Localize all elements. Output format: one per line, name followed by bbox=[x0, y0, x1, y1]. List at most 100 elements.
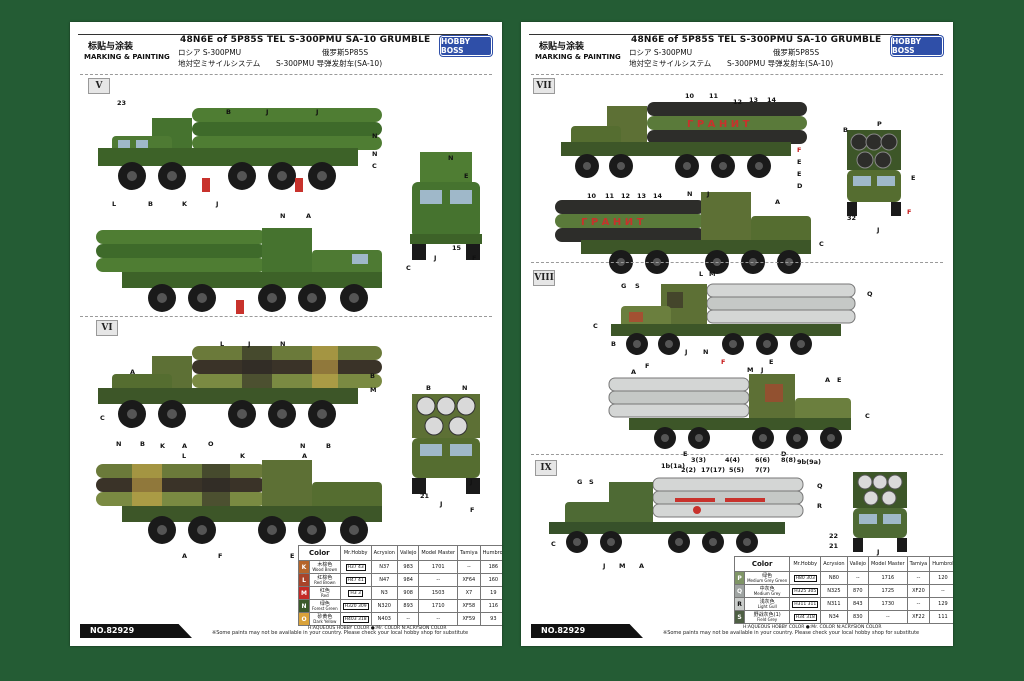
header-rule bbox=[529, 34, 939, 35]
marking-label: E bbox=[911, 174, 916, 182]
vehicle-side-view-vii-bottom: Г Р А Н И Т bbox=[555, 192, 811, 274]
vehicle-front-view-v bbox=[410, 152, 482, 260]
marking-label: F bbox=[797, 146, 802, 154]
paint-legend: H:AQUEOUS HOBBY COLOR ●:Mr. COLOR N:ACRY… bbox=[308, 626, 447, 631]
title-cn-name: 俄罗斯5P85S bbox=[773, 48, 820, 57]
marking-label: N bbox=[703, 348, 709, 356]
page-title: 48N6E of 5P85S TEL S-300PMU SA-10 GRUMBL… bbox=[631, 35, 882, 45]
humbrol-code: 129 bbox=[929, 597, 953, 611]
marking-label: O bbox=[208, 440, 214, 448]
col-header: Tamiya bbox=[906, 556, 931, 572]
section-badge-vii: VII bbox=[533, 78, 555, 94]
product-number: NO.82929 bbox=[531, 624, 643, 638]
model-master-code: 1710 bbox=[418, 599, 459, 613]
color-name-cn: 绿色 bbox=[762, 572, 773, 579]
marking-label: J bbox=[761, 366, 764, 374]
marking-label: B bbox=[426, 384, 431, 392]
hobby-code: H403 318 bbox=[342, 615, 369, 623]
marking-label: 32 bbox=[847, 214, 857, 222]
marking-label: B bbox=[148, 200, 153, 208]
marking-label: B bbox=[611, 340, 616, 348]
vehicle-side-view-vi-top bbox=[98, 346, 382, 428]
marking-label: 6(6) bbox=[755, 456, 770, 464]
paint-color-table: Color Mr.Hobby Acrysion Vallejo Model Ma… bbox=[733, 556, 953, 624]
hobby-code: H311 311 bbox=[792, 600, 819, 608]
tamiya-code: X7 bbox=[457, 586, 481, 600]
marking-label: N bbox=[372, 132, 378, 140]
vehicle-side-view-vii-top: Г Р А Н И Т bbox=[561, 102, 807, 178]
color-name-cn: 绿色 bbox=[319, 600, 330, 607]
hobby-code: H325 305 bbox=[792, 587, 819, 595]
section-divider bbox=[531, 74, 943, 75]
color-code: O bbox=[298, 612, 310, 626]
marking-label: 13 bbox=[749, 96, 759, 104]
marking-label: J bbox=[877, 548, 880, 556]
color-name-en: Field Grey bbox=[757, 616, 778, 622]
marking-label: J bbox=[440, 500, 443, 508]
humbrol-code: 186 bbox=[479, 560, 502, 574]
humbrol-code: 116 bbox=[479, 599, 502, 613]
vehicle-side-view-viii-top bbox=[611, 283, 856, 355]
product-number: NO.82929 bbox=[80, 624, 192, 638]
color-name-cn: 中灰色 bbox=[759, 585, 775, 592]
marking-label: C bbox=[551, 540, 556, 548]
acrysion-code: N37 bbox=[370, 560, 398, 574]
tamiya-code: -- bbox=[906, 571, 931, 585]
marking-label: N bbox=[372, 150, 378, 158]
color-name-en: Light Gull bbox=[757, 603, 777, 609]
hobby-code: H3 3 bbox=[348, 589, 363, 597]
col-header: Mr.Hobby bbox=[789, 556, 822, 572]
hobby-code: H320 309 bbox=[342, 602, 369, 610]
vehicle-side-view-v-top bbox=[98, 108, 382, 192]
marking-label: F bbox=[218, 552, 223, 560]
humbrol-code: 19 bbox=[479, 586, 502, 600]
marking-label: 10 bbox=[685, 92, 695, 100]
marking-label: M bbox=[370, 386, 377, 394]
marking-label: C bbox=[406, 264, 411, 272]
marking-label: J bbox=[248, 340, 251, 348]
marking-label: K bbox=[182, 200, 188, 208]
title-cn-sub: S-300PMU 导弹发射车(SA-10) bbox=[727, 59, 834, 68]
vehicle-side-view-viii-bottom bbox=[608, 374, 851, 449]
col-header: Mr.Hobby bbox=[339, 545, 372, 561]
marking-label: S bbox=[635, 282, 640, 290]
disclaimer: ※Some paints may not be available in you… bbox=[663, 630, 920, 636]
tamiya-code: XF64 bbox=[457, 573, 481, 587]
marking-label: B bbox=[226, 108, 231, 116]
title-jp-sub: 地対空ミサイルシステム bbox=[629, 59, 712, 68]
marking-label: F bbox=[470, 506, 475, 514]
marking-label: G bbox=[577, 478, 583, 486]
marking-label: L bbox=[182, 452, 187, 460]
instruction-page-left: 标贴与涂装 MARKING & PAINTING 48N6E of 5P85S … bbox=[70, 22, 502, 646]
marking-label: M bbox=[709, 270, 716, 278]
marking-label: 11 bbox=[709, 92, 719, 100]
vehicle-front-view-vi bbox=[412, 394, 480, 494]
marking-label: 22 bbox=[829, 532, 839, 540]
tamiya-code: XF20 bbox=[906, 584, 931, 598]
vallejo-code: 893 bbox=[396, 599, 420, 613]
header-en: MARKING & PAINTING bbox=[84, 53, 170, 61]
marking-label: N bbox=[300, 442, 306, 450]
svg-text:Г Р А Н И Т: Г Р А Н И Т bbox=[687, 119, 750, 130]
marking-label: J bbox=[707, 190, 710, 198]
marking-label: F bbox=[472, 254, 477, 262]
disclaimer: ※Some paints may not be available in you… bbox=[212, 630, 469, 636]
model-master-code: 1725 bbox=[867, 584, 908, 598]
title-jp-name: ロシア S-300PMU bbox=[178, 48, 242, 57]
marking-label: E bbox=[464, 172, 469, 180]
marking-label: G bbox=[621, 282, 627, 290]
marking-label: B bbox=[326, 442, 331, 450]
tamiya-code: XF59 bbox=[457, 612, 481, 626]
vallejo-code: -- bbox=[396, 612, 420, 626]
marking-label: P bbox=[877, 120, 882, 128]
section-divider bbox=[531, 454, 943, 455]
title-cn-sub: S-300PMU 导弹发射车(SA-10) bbox=[276, 59, 383, 68]
acrysion-code: N80 bbox=[820, 571, 848, 585]
tamiya-code: -- bbox=[906, 597, 931, 611]
marking-label: J bbox=[470, 478, 473, 486]
tamiya-code: XF22 bbox=[906, 610, 931, 624]
section-divider bbox=[80, 74, 492, 75]
model-master-code: 1701 bbox=[418, 560, 459, 574]
marking-label: F bbox=[721, 358, 726, 366]
